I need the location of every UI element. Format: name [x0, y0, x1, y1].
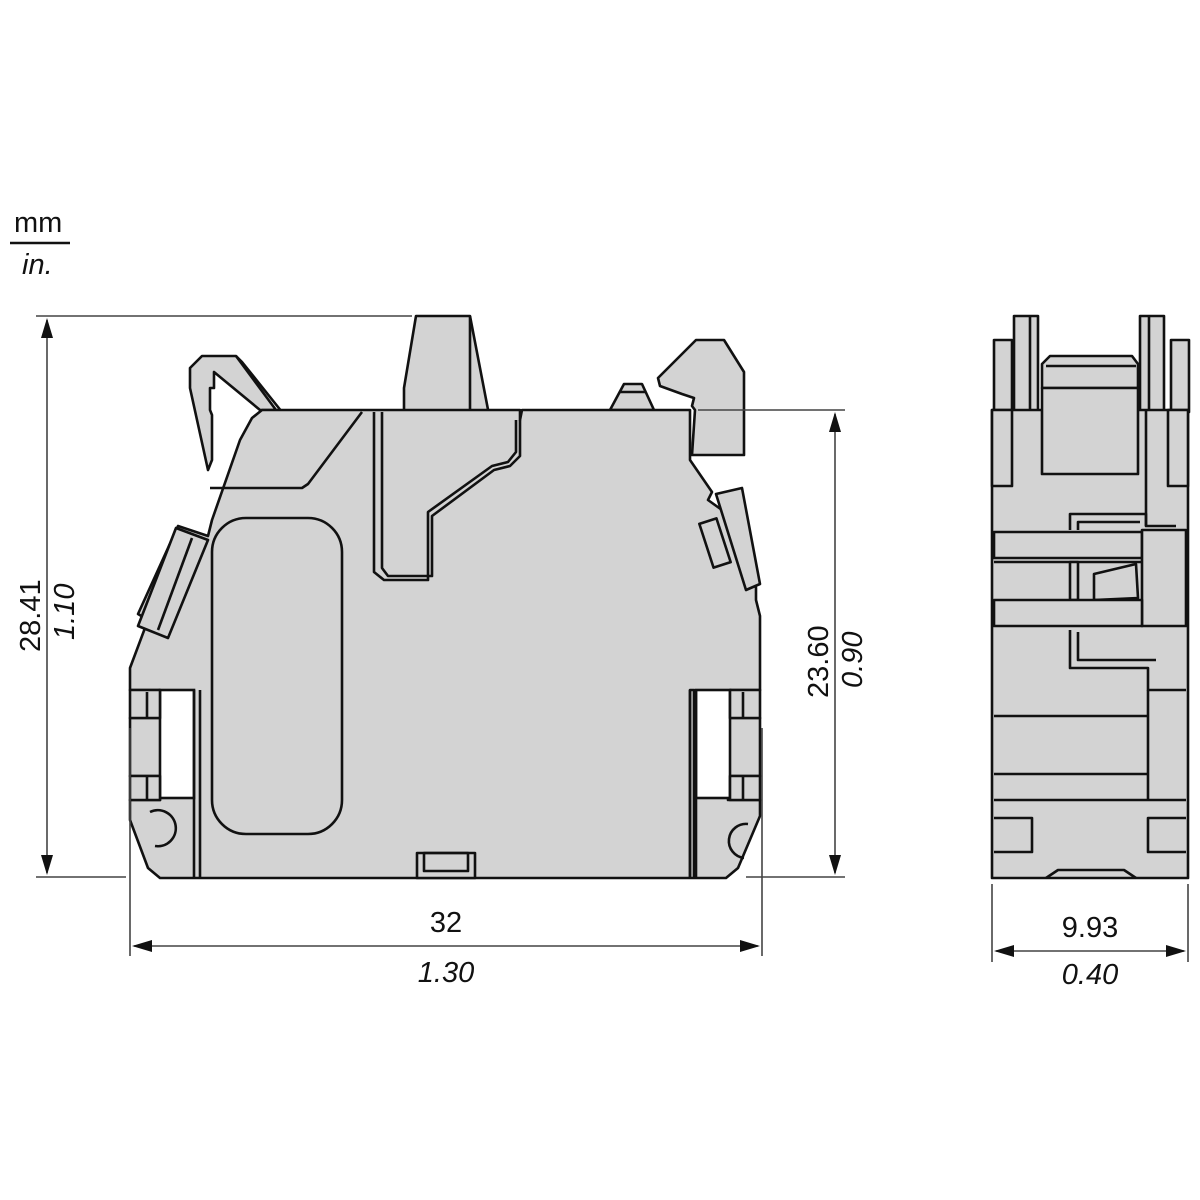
units-primary: mm [14, 207, 62, 239]
body-height-in: 0.90 [837, 632, 869, 688]
left-side-clip [136, 526, 210, 640]
right-mount-hole [727, 822, 749, 860]
units-secondary: in. [22, 249, 53, 281]
depth-in: 0.40 [1062, 959, 1118, 991]
side-dimensions: 9.93 0.40 [991, 884, 1189, 991]
top-nub [608, 382, 656, 412]
front-dimensions: 28.41 1.10 23.60 0.90 32 1.30 [15, 315, 869, 989]
center-slot [372, 412, 518, 582]
overall-height-mm: 28.41 [15, 579, 47, 652]
side-body [990, 408, 1190, 880]
right-latch [656, 338, 746, 457]
front-view [128, 314, 762, 880]
right-side-clip [714, 486, 762, 592]
center-tab [402, 314, 492, 422]
bottom-slot [415, 851, 477, 880]
body-height-mm: 23.60 [803, 625, 835, 698]
depth-mm: 9.93 [1062, 912, 1118, 944]
label-window [210, 516, 344, 836]
right-slot [694, 688, 732, 800]
left-mount-hole [149, 808, 178, 848]
left-slot [158, 688, 196, 800]
width-in: 1.30 [418, 957, 474, 989]
left-hook [188, 354, 278, 472]
width-mm: 32 [430, 907, 462, 939]
side-view [990, 314, 1191, 880]
overall-height-in: 1.10 [49, 584, 81, 640]
units-legend: mm in. [10, 207, 70, 281]
